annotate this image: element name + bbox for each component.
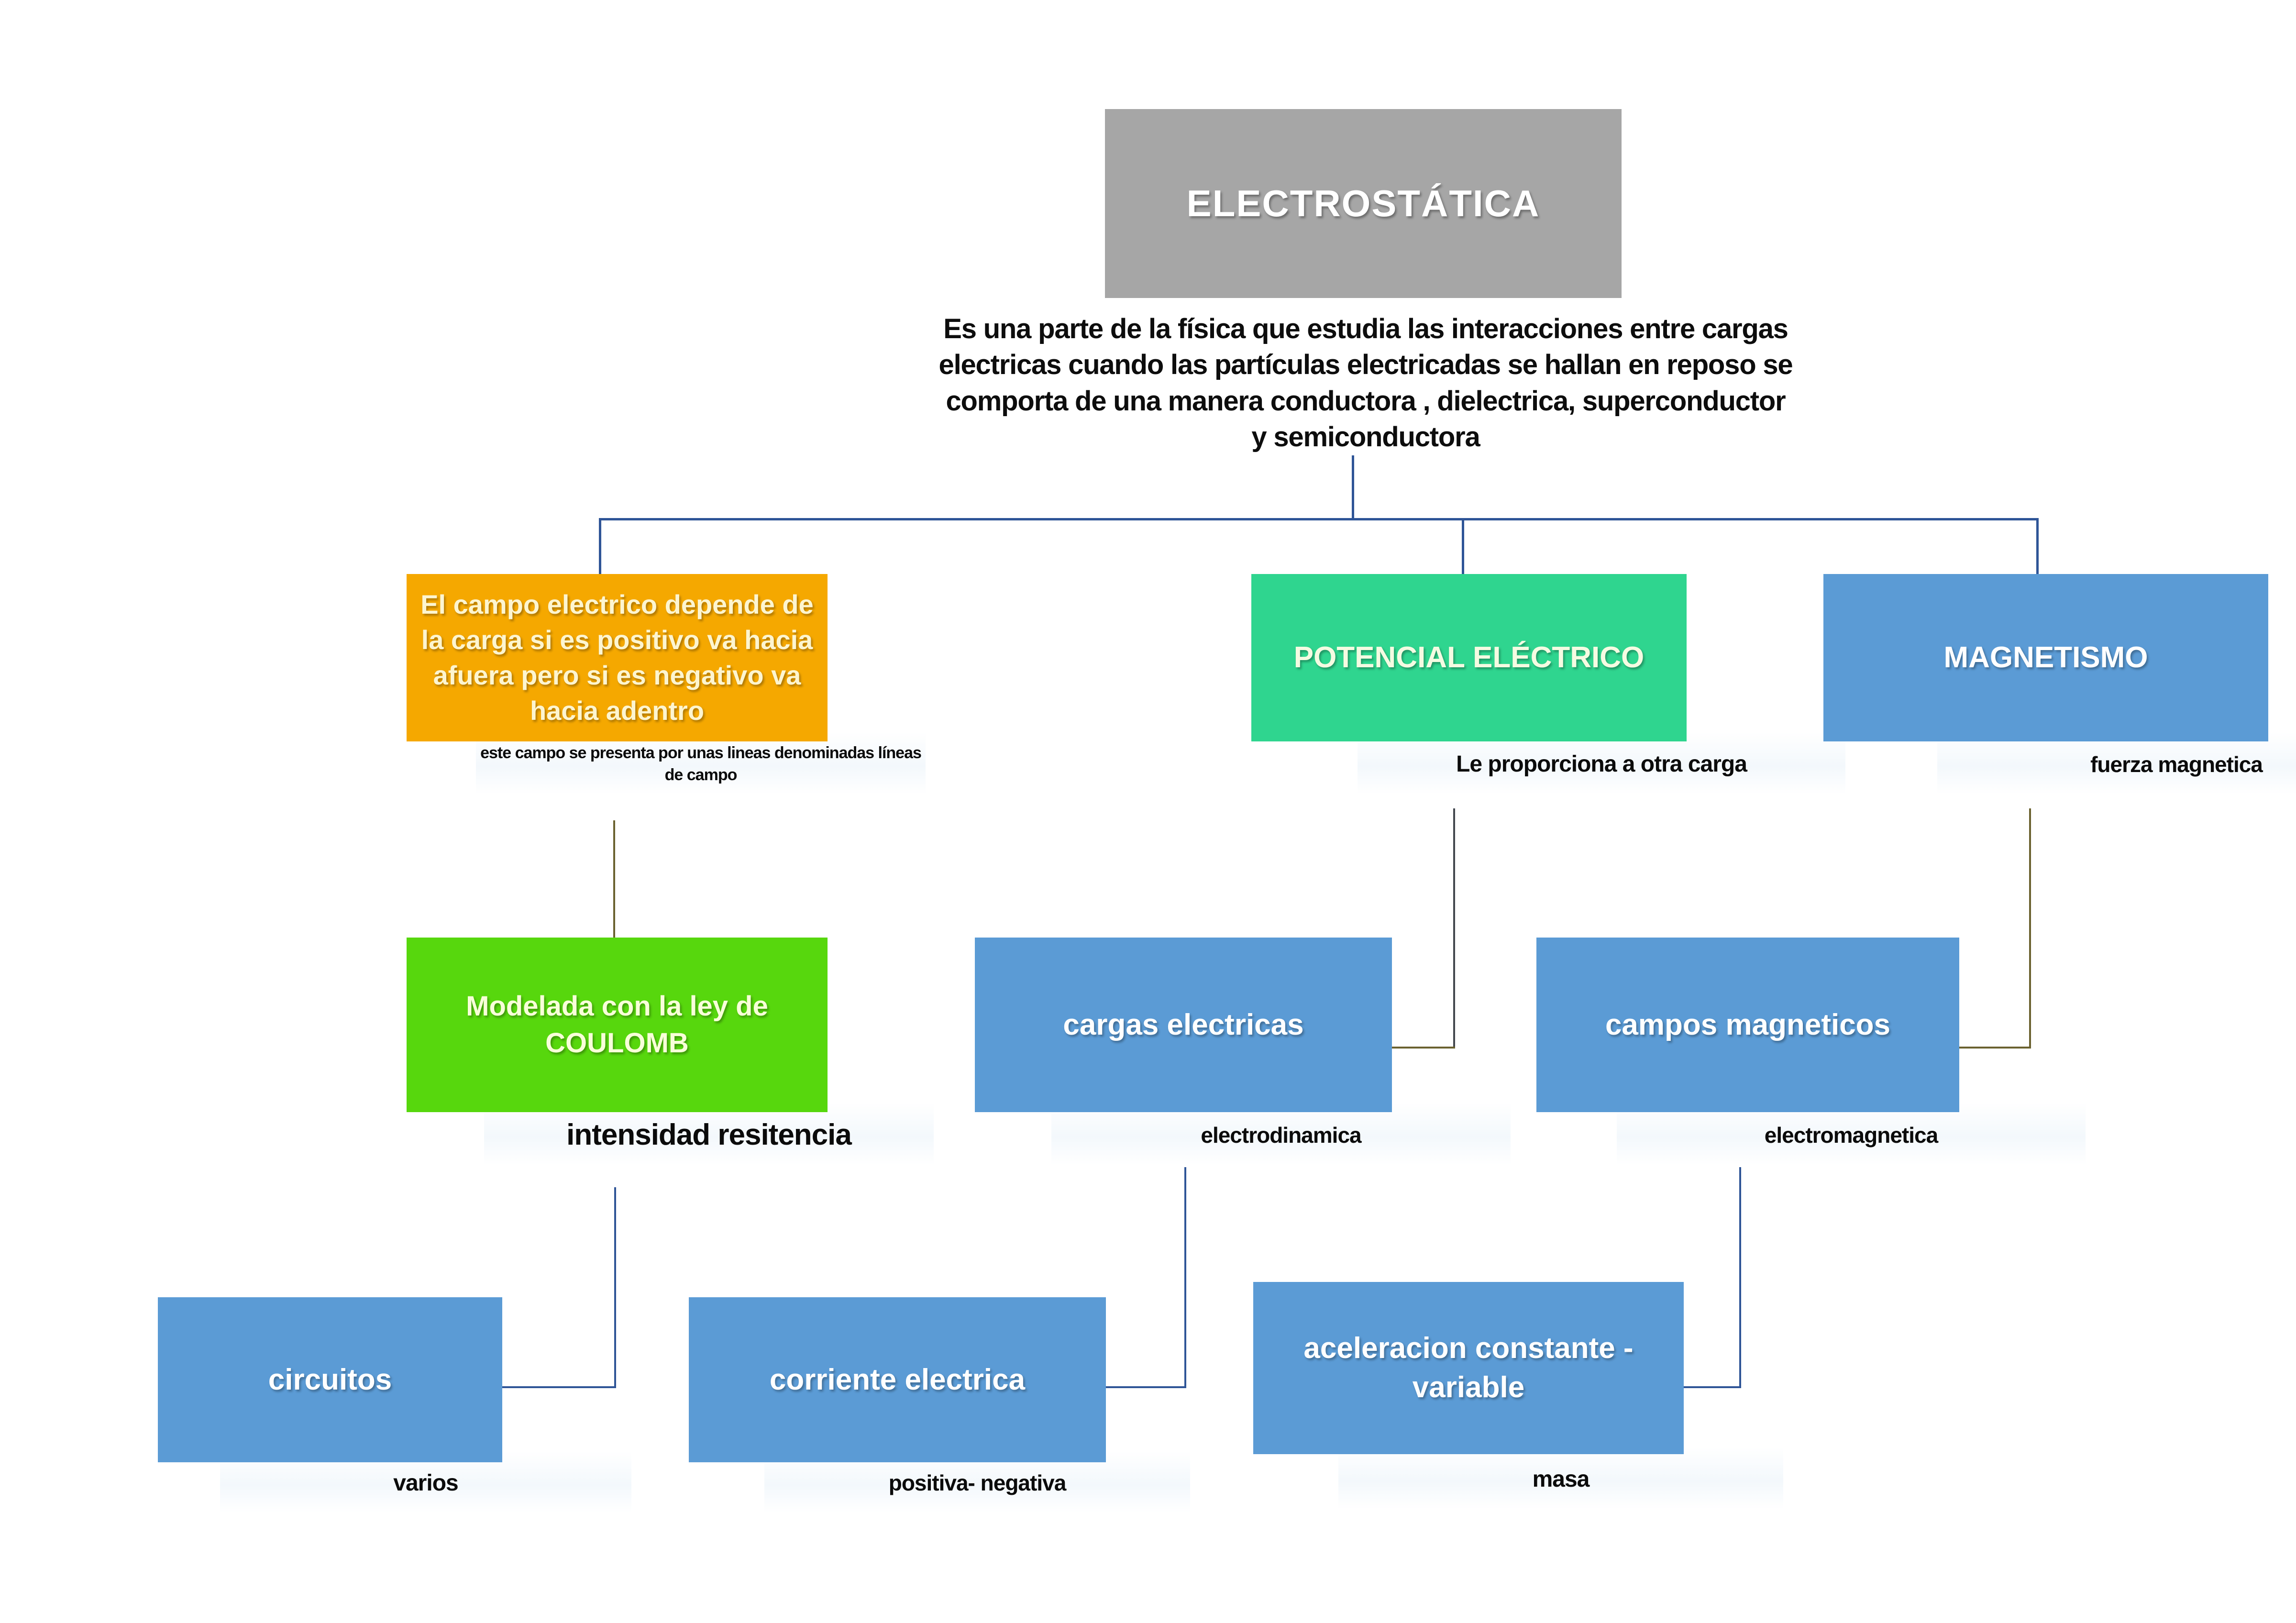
connector-coulomb-elbow [500, 1386, 616, 1388]
node-coulomb-caption: intensidad resitencia [566, 1118, 852, 1151]
connector-bus-to-potencial [1462, 518, 1464, 575]
node-potencial-electrico[interactable]: POTENCIAL ELÉCTRICO Le proporciona a otr… [1251, 574, 1845, 794]
node-corriente-electrica[interactable]: corriente electrica positiva- negativa [689, 1297, 1190, 1513]
connector-main-bus [599, 518, 2039, 520]
node-magnetismo-body: MAGNETISMO [1823, 574, 2268, 741]
node-aceleracion[interactable]: aceleracion constante - variable masa [1253, 1282, 1783, 1509]
caption-plate [1358, 732, 1845, 794]
node-circuitos[interactable]: circuitos varios [158, 1297, 631, 1513]
caption-plate [1338, 1447, 1783, 1509]
node-coulomb[interactable]: Modelada con la ley de COULOMB intensida… [407, 938, 934, 1165]
node-aceleracion-body: aceleracion constante - variable [1253, 1282, 1684, 1454]
node-coulomb-body: Modelada con la ley de COULOMB [407, 938, 828, 1112]
connector-campos-elbow [1670, 1386, 1741, 1388]
connector-bus-to-campo [599, 518, 601, 575]
caption-plate [1617, 1103, 2086, 1165]
connector-campo-to-coulomb [613, 820, 615, 940]
caption-plate [476, 732, 926, 794]
node-campo-electrico[interactable]: El campo electrico depende de la carga s… [407, 574, 926, 794]
connector-cargas-down [1184, 1167, 1186, 1388]
node-cargas-electricas-caption: electrodinamica [1201, 1122, 1361, 1148]
node-campos-magneticos[interactable]: campos magneticos electromagnetica [1536, 938, 2086, 1165]
page-title: ELECTROSTÁTICA [1186, 182, 1540, 225]
node-electrostatica[interactable]: ELECTROSTÁTICA [1105, 109, 1622, 298]
connector-potencial-elbow [1382, 1047, 1455, 1049]
caption-plate [1937, 732, 2296, 794]
caption-plate [484, 1103, 934, 1165]
connector-magnetismo-down [2029, 808, 2031, 1049]
node-campos-magneticos-caption: electromagnetica [1764, 1122, 1938, 1148]
connector-potencial-down [1453, 808, 1455, 1049]
node-campo-electrico-body: El campo electrico depende de la carga s… [407, 574, 828, 741]
node-potencial-electrico-body: POTENCIAL ELÉCTRICO [1251, 574, 1687, 741]
node-campo-electrico-caption: este campo se presenta por unas lineas d… [480, 744, 922, 784]
connector-coulomb-down [614, 1187, 616, 1388]
connector-cargas-elbow [1106, 1386, 1186, 1388]
node-corriente-electrica-body: corriente electrica [689, 1297, 1106, 1462]
node-circuitos-caption: varios [393, 1470, 458, 1496]
intro-description: Es una parte de la física que estudia la… [938, 313, 1793, 453]
connector-campos-down [1739, 1167, 1741, 1388]
caption-plate [1051, 1103, 1511, 1165]
node-cargas-electricas[interactable]: cargas electricas electrodinamica [975, 938, 1511, 1165]
node-magnetismo-caption: fuerza magnetica [2090, 751, 2263, 777]
node-campos-magneticos-body: campos magneticos [1536, 938, 1959, 1112]
connector-bus-to-magnetismo [2036, 518, 2039, 575]
node-corriente-electrica-caption: positiva- negativa [888, 1470, 1067, 1495]
node-aceleracion-caption: masa [1532, 1467, 1590, 1492]
connector-magnetismo-elbow [1959, 1047, 2031, 1049]
connector-title-trunk [1352, 455, 1354, 520]
node-electrostatica-body: ELECTROSTÁTICA [1105, 109, 1622, 298]
node-magnetismo[interactable]: MAGNETISMO fuerza magnetica [1823, 574, 2296, 794]
node-cargas-electricas-body: cargas electricas [975, 938, 1392, 1112]
node-circuitos-body: circuitos [158, 1297, 502, 1462]
node-potencial-electrico-caption: Le proporciona a otra carga [1456, 751, 1747, 777]
